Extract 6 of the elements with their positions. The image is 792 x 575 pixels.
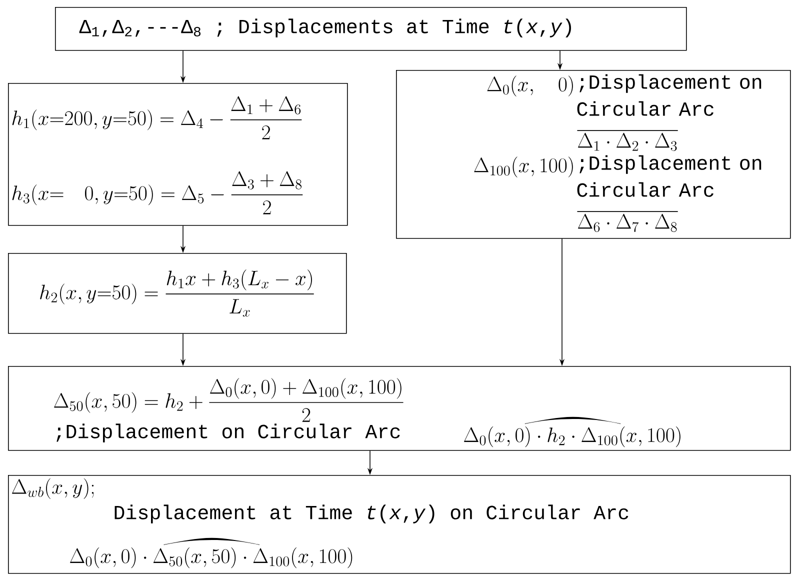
process-box: $h_2(x,y{=}50)=\dfrac{h_1x+h_3(L_x-x)}{L_x}$ [8, 253, 347, 334]
process-box: $\Delta_{50}(x,50)=h_2+\dfrac{\Delta_0(x,0)+\Delta_{100}(x,100)}{2}$ ;Displacement on Circular Arc $\wideparen{\Delta_0(x,0)\cdot h_2\cdot\Delta_{100}(x,100)}$ [8, 366, 791, 451]
process-box: $h_1(x{=}200,y{=}50)=\Delta_4-\dfrac{\Delta_1+\Delta_6}{2}$ $h_3(x{=}\quad 0,y{=}50)=\Delta_5-\dfrac{\Delta_3+\Delta_8}{2}$ [8, 83, 348, 226]
process-box: $\Delta_0(x,\quad 0)$ ;Displacement on Circular Arc $\overline{\Delta_1\cdot\Delta_2\cdot\Delta_3}$ $\Delta_{100}(x,100)$ ;Displacement on Circular Arc $\overline{\Delta_6\cdot\Delta_7\cdot\Delta_8}$ [396, 70, 791, 239]
process-box: $\Delta_{wb}(x,y);$ Displacement at Time t(x,y) on Circular Arc $\wideparen{\Delta_0(x,0)\cdot\Delta_{50}(x,50)\cdot\Delta_{100}(x,100)}$ [8, 475, 791, 574]
process-box: Δ$_{1}$,Δ$_{2}$,---Δ$_{8}$ ; Displacements at Time t(x,y) [55, 7, 687, 51]
